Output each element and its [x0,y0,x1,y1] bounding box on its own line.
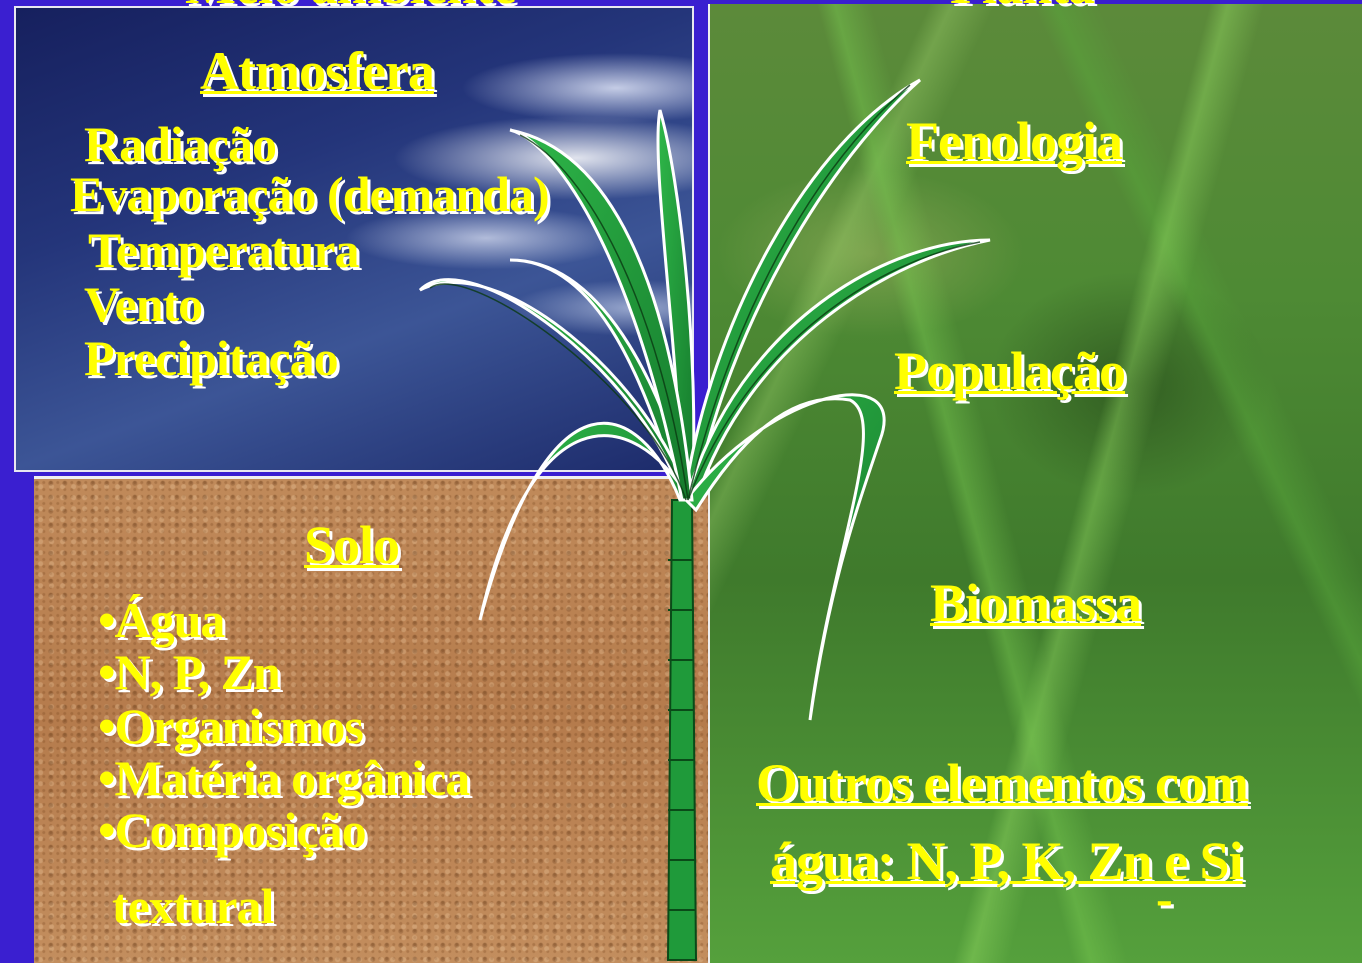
bullet: • [98,592,115,648]
soil-item-label: N, P, Zn [115,644,280,700]
bullet: • [98,698,115,754]
soil-item-npzn: •N, P, Zn [98,646,280,698]
soil-item-agua: •Água [98,594,224,646]
bullet: • [98,750,115,806]
soil-item-textural: textural [112,880,273,932]
atmosphere-item-precipitacao: Precipitação [84,332,338,384]
dash-mark: - [1156,872,1172,924]
soil-item-label: Organismos [115,698,363,754]
atmosphere-item-vento: Vento [84,278,202,330]
bullet: • [98,802,115,858]
soil-item-composicao: •Composição [98,804,366,856]
atmosphere-title: Atmosfera [200,44,434,98]
soil-item-label: Água [115,592,225,648]
meio-ambiente-heading: Meio ambiente [185,0,515,12]
soil-title: Solo [304,518,399,572]
soil-item-organismos: •Organismos [98,700,363,752]
atmosphere-item-radiacao: Radiação [84,118,276,170]
atmosphere-item-temperatura: Temperatura [88,224,358,276]
soil-item-label: Composição [115,802,366,858]
sugarcane-plant-illustration [410,60,1000,963]
planta-heading: Planta [950,0,1094,12]
bullet: • [98,644,115,700]
